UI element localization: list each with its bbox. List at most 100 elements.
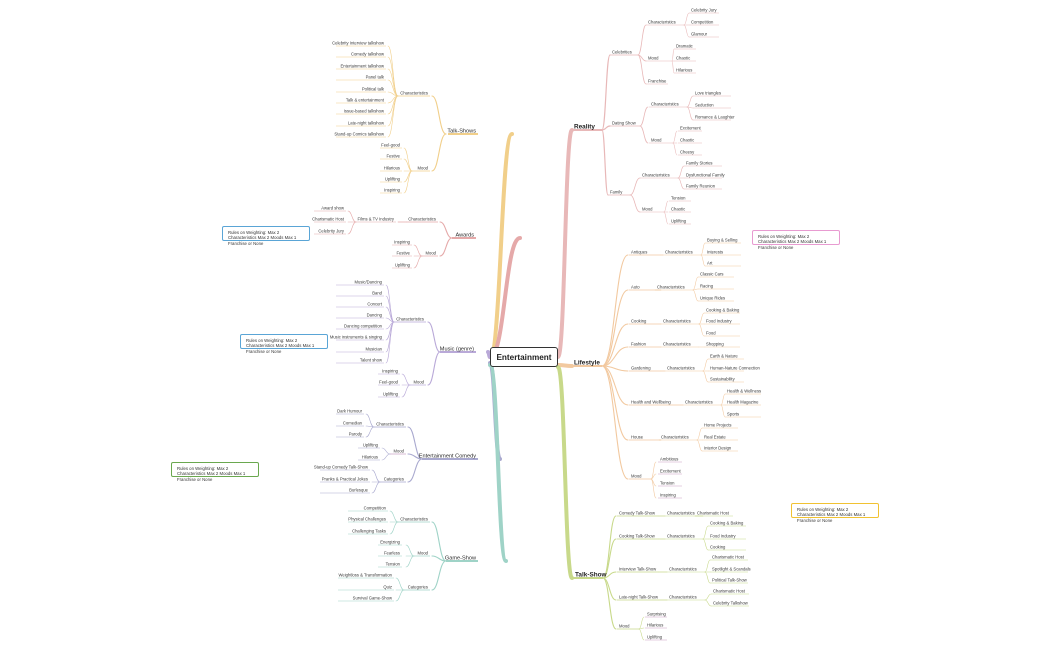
leaf-food[interactable]: Food: [706, 331, 716, 336]
leaf-family-stories[interactable]: Family Stories: [686, 161, 713, 166]
leaf-music-instruments-singing[interactable]: Music instruments & singing: [330, 335, 383, 340]
node-mood[interactable]: Mood: [418, 551, 429, 556]
node-mood[interactable]: Mood: [414, 380, 425, 385]
leaf-hilarious[interactable]: Hilarious: [362, 455, 378, 460]
node-franchise[interactable]: Franchise: [648, 79, 667, 84]
node-characteristics[interactable]: Characteristics: [400, 91, 428, 96]
leaf-feel-good[interactable]: Feel-good: [381, 143, 401, 148]
node-characteristics[interactable]: Characteristics: [669, 595, 697, 600]
leaf-excitement[interactable]: Excitement: [660, 469, 682, 474]
leaf-uplifting[interactable]: Uplifting: [383, 392, 399, 397]
leaf-earth-nature[interactable]: Earth & Nature: [710, 354, 738, 359]
branch-game-show[interactable]: Game-Show: [445, 556, 477, 562]
weighting-rules-note-comedy[interactable]: Rules on Weighting: Max 2 Characteristic…: [171, 462, 259, 482]
leaf-sports[interactable]: Sports: [727, 412, 739, 417]
branch-reality[interactable]: Reality: [574, 124, 595, 131]
leaf-art[interactable]: Art: [707, 261, 713, 266]
leaf-stand-up-comedy-talk-show[interactable]: Stand-up Comedy Talk-Show: [314, 465, 369, 470]
node-categories[interactable]: Categories: [408, 585, 428, 590]
leaf-comedy-talkshow[interactable]: Comedy talkshow: [351, 52, 385, 57]
leaf-spotlight-scandals[interactable]: Spotlight & Scandals: [712, 567, 751, 572]
leaf-seduction[interactable]: Seduction: [695, 103, 714, 108]
node-characteristics[interactable]: Characteristics: [657, 285, 685, 290]
leaf-feel-good[interactable]: Feel-good: [379, 380, 399, 385]
node-gardening[interactable]: Gardening: [631, 366, 651, 371]
leaf-shopping[interactable]: Shopping: [706, 342, 724, 347]
node-characteristics[interactable]: Characteristics: [669, 567, 697, 572]
leaf-panel-talk[interactable]: Panel talk: [366, 75, 385, 80]
node-categories[interactable]: Categories: [384, 477, 404, 482]
leaf-racing[interactable]: Racing: [700, 284, 714, 289]
leaf-talent-show[interactable]: Talent show: [360, 358, 383, 363]
leaf-cheesy[interactable]: Cheesy: [680, 150, 695, 155]
leaf-romance-laughter[interactable]: Romance & Laughter: [695, 115, 735, 120]
node-interview-talk-show[interactable]: Interview Talk-Show: [619, 567, 657, 572]
leaf-family-reunion[interactable]: Family Reunion: [686, 184, 716, 189]
leaf-celebrity-interview-talkshow[interactable]: Celebrity Interview talkshow: [332, 41, 385, 46]
leaf-buying-selling[interactable]: Buying & Selling: [707, 238, 738, 243]
node-characteristics[interactable]: Characteristics: [667, 511, 695, 516]
branch-music[interactable]: Music (genre): [440, 347, 474, 353]
node-late-night-talk-show[interactable]: Late-night Talk-Show: [619, 595, 659, 600]
leaf-ambitious[interactable]: Ambitious: [660, 457, 678, 462]
leaf-celebrity-jury[interactable]: Celebrity Jury: [318, 229, 345, 234]
node-characteristics[interactable]: Characteristics: [396, 317, 424, 322]
leaf-dancing-competition[interactable]: Dancing competition: [344, 324, 383, 329]
leaf-hilarious[interactable]: Hilarious: [676, 68, 692, 73]
root-node[interactable]: Entertainment: [490, 347, 558, 367]
node-family[interactable]: Family: [610, 190, 623, 195]
leaf-celebrity-jury[interactable]: Celebrity Jury: [691, 8, 718, 13]
branch-lifestyle[interactable]: Lifestyle: [574, 360, 600, 367]
node-mood[interactable]: Mood: [631, 474, 642, 479]
leaf-chaotic[interactable]: Chaotic: [680, 138, 694, 143]
branch-talk-show[interactable]: Talk-Show: [575, 572, 607, 579]
leaf-dark-humour[interactable]: Dark Humour: [337, 409, 363, 414]
leaf-physical-challenges[interactable]: Physical Challenges: [348, 517, 386, 522]
leaf-survival-game-show[interactable]: Survival Game-Show: [353, 596, 393, 601]
leaf-comedian[interactable]: Comedian: [343, 421, 363, 426]
leaf-parody[interactable]: Parody: [349, 432, 363, 437]
leaf-band[interactable]: Band: [372, 291, 382, 296]
leaf-tension[interactable]: Tension: [660, 481, 675, 486]
leaf-sustainability[interactable]: Sustainability: [710, 377, 736, 382]
leaf-cooking-baking[interactable]: Cooking & Baking: [706, 308, 740, 313]
leaf-inspiring[interactable]: Inspiring: [382, 369, 398, 374]
leaf-talk-entertainment[interactable]: Talk & entertainment: [346, 98, 385, 103]
leaf-stand-up-comics-talkshow[interactable]: Stand-up Comics talkshow: [334, 132, 385, 137]
node-characteristics[interactable]: Characteristics: [665, 250, 693, 255]
leaf-inspiring[interactable]: Inspiring: [394, 240, 410, 245]
leaf-love-triangles[interactable]: Love triangles: [695, 91, 721, 96]
leaf-festive[interactable]: Festive: [397, 251, 411, 256]
leaf-quiz[interactable]: Quiz: [383, 585, 392, 590]
leaf-pranks-practical-jokes[interactable]: Pranks & Practical Jokes: [322, 477, 368, 482]
node-auto[interactable]: Auto: [631, 285, 640, 290]
leaf-uplifting[interactable]: Uplifting: [671, 219, 687, 224]
node-celebrities[interactable]: Celebrities: [612, 50, 632, 55]
leaf-charismatic-host[interactable]: Charismatic Host: [712, 555, 745, 560]
node-cooking[interactable]: Cooking: [631, 319, 647, 324]
node-characteristics[interactable]: Characteristics: [642, 173, 670, 178]
node-mood[interactable]: Mood: [619, 624, 630, 629]
leaf-inspiring[interactable]: Inspiring: [660, 493, 676, 498]
leaf-charismatic-host[interactable]: Charismatic Host: [697, 511, 730, 516]
node-characteristics[interactable]: Characteristics: [400, 517, 428, 522]
leaf-classic-cars[interactable]: Classic Cars: [700, 272, 724, 277]
leaf-health-magazine[interactable]: Health Magazine: [727, 400, 759, 405]
leaf-energizing[interactable]: Energizing: [380, 540, 400, 545]
leaf-tension[interactable]: Tension: [671, 196, 686, 201]
node-mood[interactable]: Mood: [418, 166, 429, 171]
leaf-festive[interactable]: Festive: [387, 154, 401, 159]
leaf-charismatic-host[interactable]: Charismatic Host: [312, 217, 345, 222]
leaf-interests[interactable]: Interests: [707, 250, 723, 255]
node-characteristics[interactable]: Characteristics: [685, 400, 713, 405]
node-mood[interactable]: Mood: [426, 251, 437, 256]
leaf-home-projects[interactable]: Home Projects: [704, 423, 731, 428]
leaf-dysfunctional-family[interactable]: Dysfunctional Family: [686, 173, 726, 178]
leaf-issue-based-talkshow[interactable]: Issue-based talkshow: [344, 109, 385, 114]
node-mood[interactable]: Mood: [651, 138, 662, 143]
node-comedy-talk-show[interactable]: Comedy Talk-Show: [619, 511, 656, 516]
leaf-dramatic[interactable]: Dramatic: [676, 44, 693, 49]
leaf-dancing[interactable]: Dancing: [367, 313, 383, 318]
leaf-hilarious[interactable]: Hilarious: [384, 166, 400, 171]
